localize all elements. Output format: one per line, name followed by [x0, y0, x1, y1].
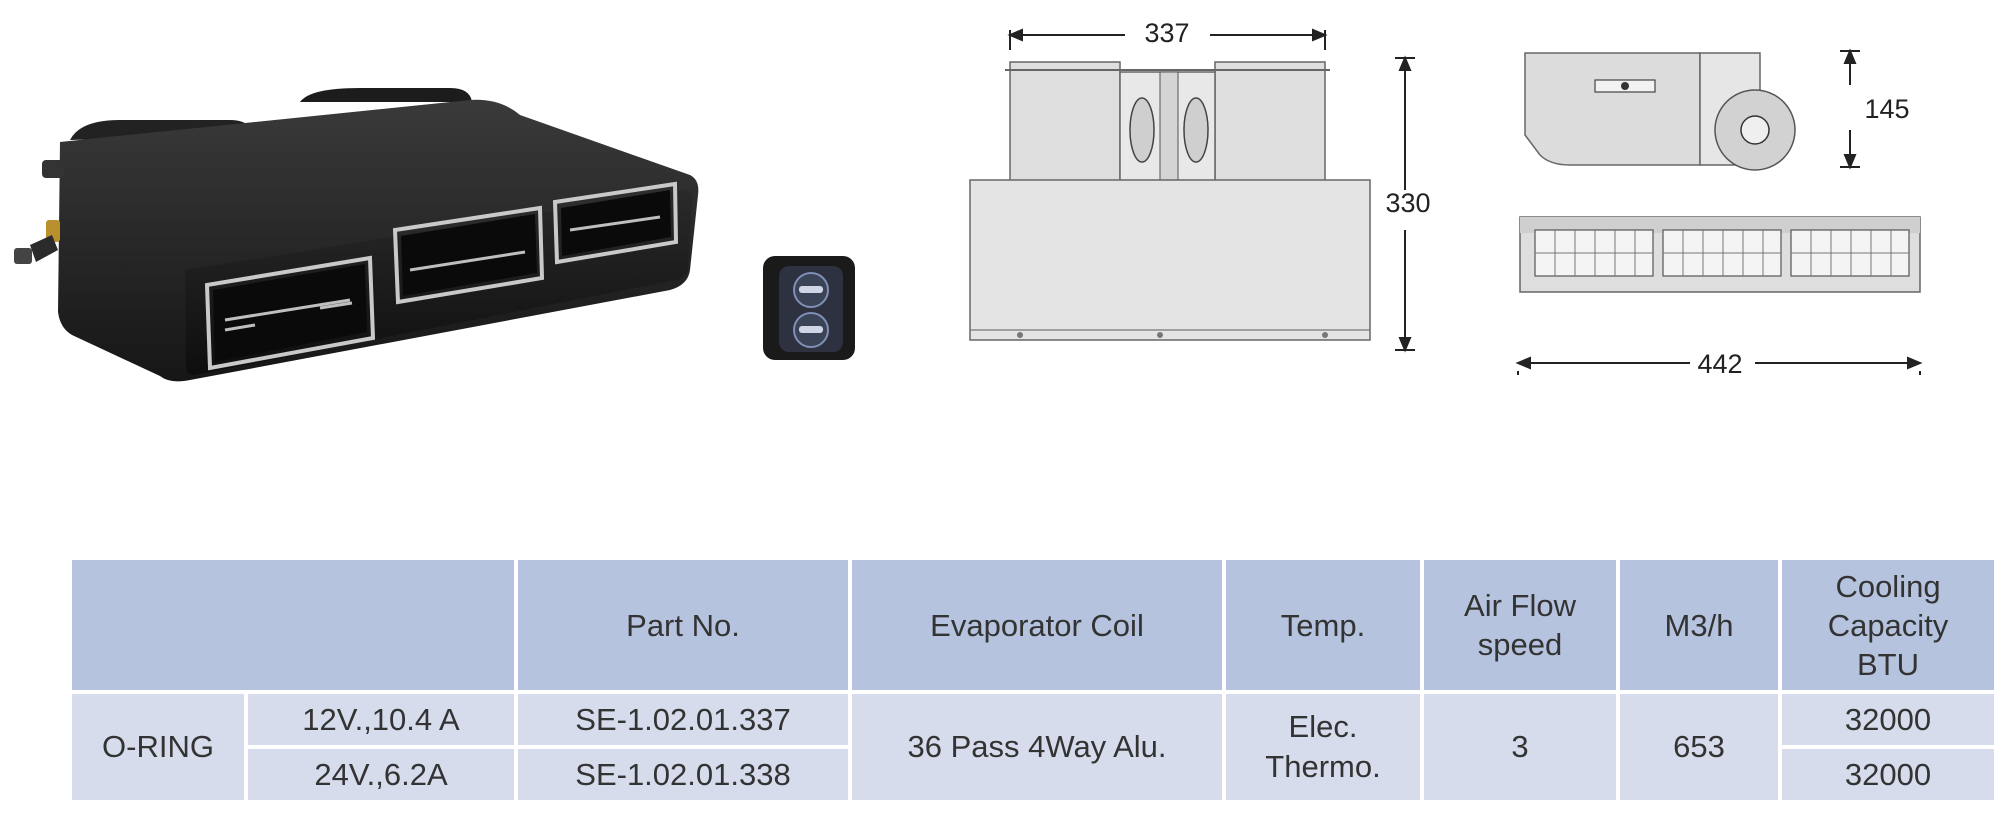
table-row: 24V.,6.2A SE-1.02.01.338 32000 [72, 749, 1994, 800]
cell-voltage: 12V.,10.4 A [248, 694, 514, 745]
table-row: O-RING 12V.,10.4 A SE-1.02.01.337 36 Pas… [72, 694, 1994, 800]
evaporator-unit-photo [14, 88, 699, 382]
cell-type: O-RING [72, 694, 244, 800]
cell-part-no: SE-1.02.01.338 [518, 749, 848, 800]
side-height-dimension: 145 [1864, 94, 1910, 124]
cell-temp-line1: Elec. [1288, 709, 1358, 744]
header-evaporator-coil: Evaporator Coil [852, 560, 1222, 690]
cell-btu: 32000 [1782, 749, 1994, 800]
header-air-flow-line1: Air Flow [1464, 588, 1576, 623]
front-height-dimension: 330 [1385, 188, 1431, 218]
header-blank [72, 560, 514, 690]
header-m3h: M3/h [1620, 560, 1778, 690]
cell-part-no: SE-1.02.01.337 [518, 694, 848, 745]
header-capacity-line3: BTU [1857, 646, 1919, 682]
header-air-flow-speed: Air Flow speed [1424, 560, 1616, 690]
cell-evaporator-coil: 36 Pass 4Way Alu. [852, 694, 1222, 800]
header-cooling-capacity: Cooling Capacity BTU [1782, 560, 1994, 690]
side-view-drawing [1515, 48, 1923, 375]
header-temp: Temp. [1226, 560, 1420, 690]
control-switch-photo [763, 256, 855, 360]
cell-btu: 32000 [1782, 694, 1994, 745]
cell-voltage: 24V.,6.2A [248, 749, 514, 800]
front-view-drawing [969, 28, 1415, 353]
header-capacity-line2: Capacity [1827, 607, 1949, 643]
cell-air-flow: 3 [1424, 694, 1616, 800]
header-capacity-line1: Cooling [1835, 568, 1941, 604]
header-air-flow-line2: speed [1477, 627, 1563, 662]
header-part-no: Part No. [518, 560, 848, 690]
cell-temp-line2: Thermo. [1265, 749, 1381, 784]
cell-m3h: 653 [1620, 694, 1778, 800]
spec-table: Part No. Evaporator Coil Temp. Air Flow … [68, 556, 1998, 804]
cell-temp: Elec. Thermo. [1226, 694, 1420, 800]
bottom-width-dimension: 442 [1697, 349, 1743, 379]
table-header-row: Part No. Evaporator Coil Temp. Air Flow … [72, 560, 1994, 690]
front-width-dimension: 337 [1144, 18, 1190, 48]
